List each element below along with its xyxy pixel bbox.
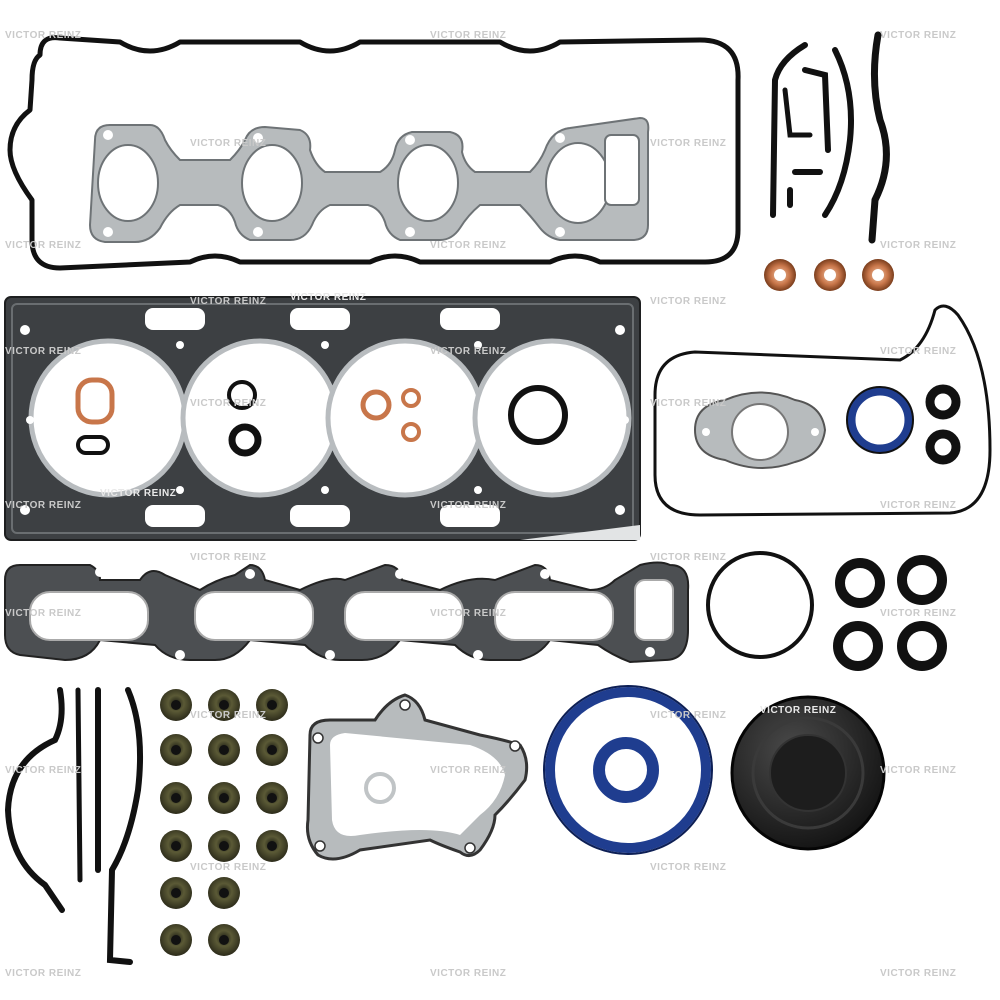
rubber-strips-top-right <box>770 31 890 244</box>
timing-cover-gasket <box>653 304 992 517</box>
valve-stem-seal <box>256 782 288 814</box>
valve-stem-seal <box>160 689 192 721</box>
exhaust-manifold-gasket <box>88 116 650 243</box>
valve-cover-gasket <box>7 35 741 271</box>
valve-stem-seal <box>160 924 192 956</box>
valve-stem-seals <box>160 689 288 956</box>
valve-stem-seal <box>160 877 192 909</box>
valve-stem-seal <box>208 877 240 909</box>
crankshaft-seal-cover <box>730 695 886 851</box>
valve-stem-seal <box>256 689 288 721</box>
valve-stem-seal <box>208 924 240 956</box>
water-pump-gasket <box>306 693 529 861</box>
valve-stem-seal <box>208 782 240 814</box>
valve-stem-seal <box>256 830 288 862</box>
valve-stem-seal <box>208 689 240 721</box>
rear-main-seal-kit <box>543 685 713 855</box>
valve-stem-seal <box>160 782 192 814</box>
valve-stem-seal <box>208 830 240 862</box>
front-seal-rings <box>846 384 961 465</box>
valve-stem-seal <box>256 734 288 766</box>
valve-stem-seal <box>160 734 192 766</box>
o-rings <box>706 551 947 671</box>
cylinder-head-gasket <box>4 296 641 541</box>
rubber-strips-bottom-left <box>4 687 144 965</box>
copper-nuts <box>764 259 894 291</box>
small-seals-in-bores <box>75 377 568 457</box>
valve-stem-seal <box>160 830 192 862</box>
water-outlet-gasket <box>693 391 827 470</box>
intake-manifold-gasket <box>4 561 690 664</box>
valve-stem-seal <box>208 734 240 766</box>
